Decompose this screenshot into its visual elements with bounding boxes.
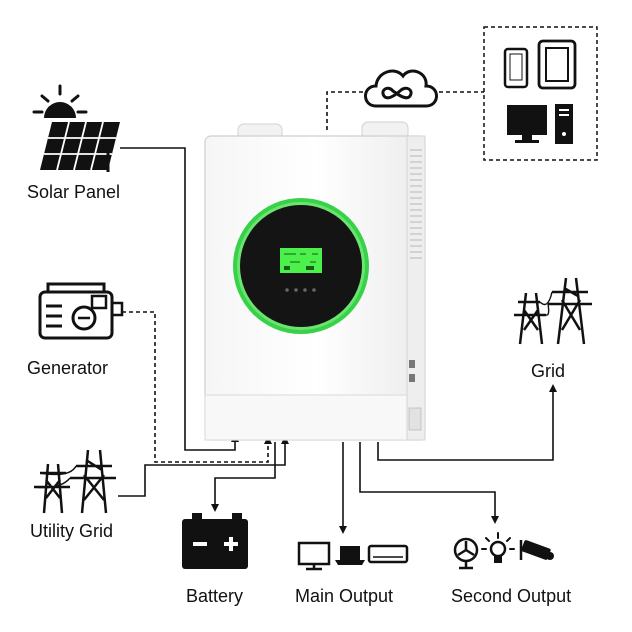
second-output-label: Second Output	[451, 586, 572, 606]
generator-line	[122, 311, 272, 463]
utility-line	[118, 436, 289, 497]
lcd-screen	[280, 248, 322, 273]
battery-icon	[182, 513, 248, 569]
computer-icon	[507, 104, 573, 144]
air-conditioner-icon	[367, 544, 409, 564]
phone-icon	[503, 47, 529, 89]
light-bulb-icon	[481, 532, 515, 563]
battery-line	[211, 442, 276, 512]
security-camera-icon	[519, 540, 554, 560]
generator-label: Generator	[27, 358, 109, 378]
inverter-unit	[204, 121, 426, 441]
generator-icon	[38, 282, 124, 340]
second-output-line	[359, 442, 499, 524]
fan-icon	[453, 537, 479, 570]
main-output-label: Main Output	[295, 586, 394, 606]
solar-line	[120, 147, 239, 451]
cloud-icon	[364, 69, 438, 108]
indicator-leds	[285, 288, 316, 292]
solar-panel-label: Solar Panel	[27, 182, 121, 202]
utility-power-tower-icon	[33, 449, 116, 514]
monitor-icon	[297, 541, 331, 571]
utility-grid-label: Utility Grid	[30, 521, 114, 541]
tablet-icon	[537, 39, 577, 90]
side-vents	[410, 149, 422, 259]
battery-label: Battery	[186, 586, 244, 606]
grid-line	[377, 384, 557, 461]
connection-lines	[118, 91, 557, 534]
laptop-icon	[335, 546, 365, 565]
solar-panel-icon	[32, 84, 120, 172]
second-output-icons	[453, 532, 554, 570]
main-output-icons	[297, 541, 409, 571]
devices-box	[483, 26, 598, 161]
grid-label: Grid	[531, 361, 566, 381]
cloud-line	[326, 91, 370, 130]
grid-power-tower-icon	[514, 277, 592, 345]
